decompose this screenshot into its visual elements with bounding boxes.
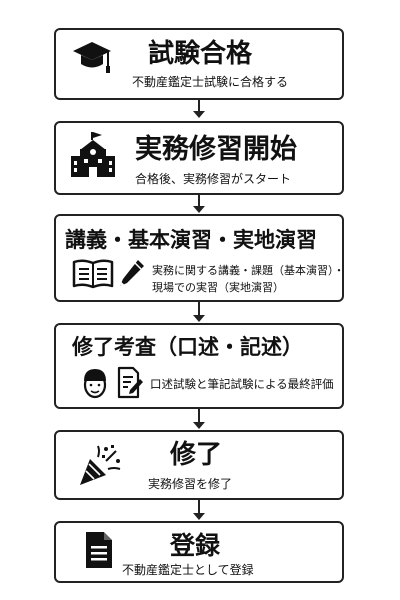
step-1-title: 試験合格 [148, 39, 253, 69]
connector-5 [198, 500, 200, 514]
open-book-icon [72, 259, 114, 289]
step-4-subtitle: 口述試験と筆記試験による最終評価 [150, 377, 334, 391]
person-face-icon [83, 369, 107, 399]
arrow-down-icon [193, 111, 205, 118]
arrow-down-icon [193, 422, 205, 429]
party-popper-icon [80, 445, 121, 485]
step-box-lectures [54, 214, 344, 302]
graduation-cap-icon [73, 42, 111, 73]
step-box-completion [54, 430, 344, 500]
document-icon [86, 532, 112, 568]
connector-4 [198, 409, 200, 423]
document-pen-icon [117, 366, 143, 399]
step-4-title: 修了考査（口述・記述） [72, 335, 303, 359]
step-6-subtitle: 不動産鑑定士として登録 [122, 563, 254, 577]
step-2-title: 実務修習開始 [135, 134, 297, 165]
connector-1 [198, 100, 200, 112]
step-6-title: 登録 [170, 531, 221, 560]
arrow-down-icon [193, 513, 205, 520]
connector-3 [198, 302, 200, 316]
step-5-title: 修了 [170, 440, 223, 470]
step-3-subtitle-line-2: 現場での実習（実地演習） [152, 281, 284, 294]
step-1-subtitle: 不動産鑑定士試験に合格する [132, 75, 289, 89]
step-3-title: 講義・基本演習・実地演習 [65, 228, 317, 252]
step-5-subtitle: 実務修習を修了 [148, 477, 233, 491]
school-building-icon [71, 132, 115, 177]
arrow-down-icon [193, 315, 205, 322]
pencil-icon [120, 260, 144, 286]
step-2-subtitle: 合格後、実務修習がスタート [135, 172, 292, 186]
connector-2 [198, 195, 200, 207]
arrow-down-icon [193, 206, 205, 213]
step-3-subtitle-line-1: 実務に関する講義・課題（基本演習）・ [152, 264, 345, 277]
